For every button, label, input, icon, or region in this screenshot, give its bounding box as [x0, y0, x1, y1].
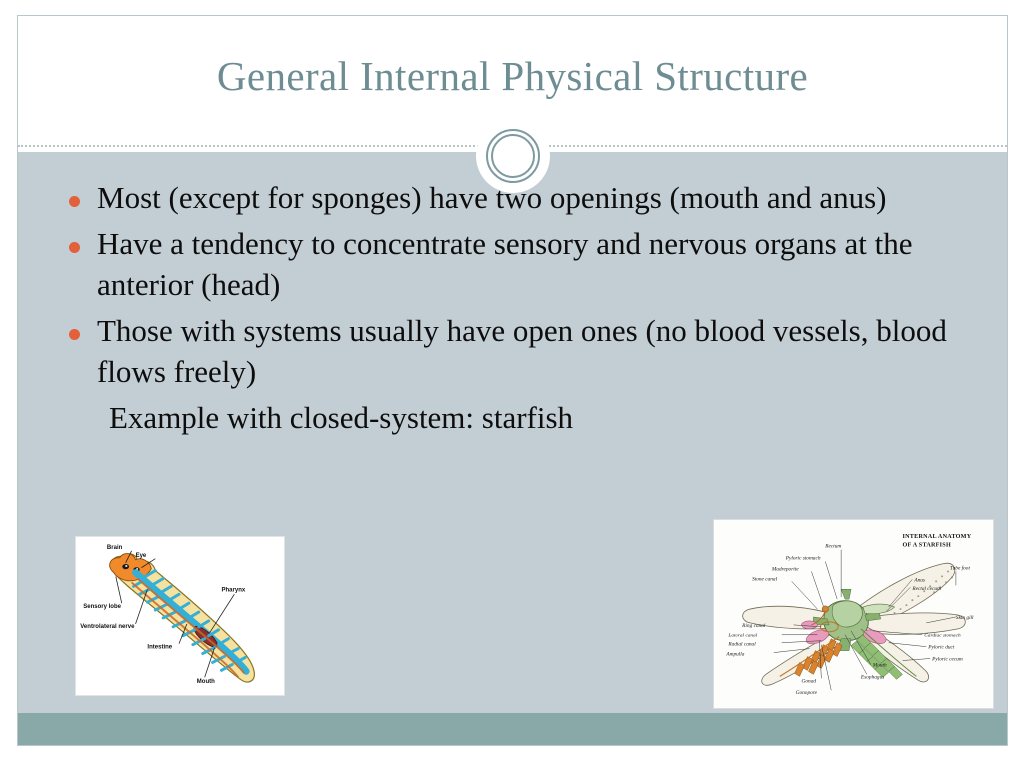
bullet-text: Have a tendency to concentrate sensory a… [97, 225, 913, 302]
starfish-label-ring-canal: Ring canal [741, 623, 766, 629]
starfish-leader-lines [773, 549, 957, 691]
starfish-label-ampulla: Ampulla [725, 652, 744, 658]
flatworm-label-brain: Brain [107, 545, 123, 551]
starfish-label-radial-canal: Radial canal [727, 642, 756, 648]
flatworm-label-ventrolateral-nerve: Ventrolateral nerve [80, 624, 135, 630]
circle-inner-ring-icon [490, 134, 535, 178]
starfish-label-lateral-canal: Lateral canal [727, 633, 757, 639]
subline-text: Example with closed-system: starfish [109, 399, 574, 435]
bullet-text: Most (except for sponges) have two openi… [97, 180, 887, 215]
starfish-label-pyloric-cecum: Pyloric cecum [931, 657, 963, 663]
starfish-label-pyloric-duct: Pyloric duct [927, 645, 955, 651]
flatworm-label-mouth: Mouth [197, 679, 215, 685]
starfish-label-esophagus: Esophagus [860, 674, 884, 680]
flatworm-leader-lines [115, 550, 235, 678]
bullet-text: Those with systems usually have open one… [97, 312, 947, 389]
presentation-slide: General Internal Physical Structure Most… [17, 15, 1008, 746]
starfish-label-gonopore: Gonopore [796, 690, 818, 696]
bullet-list: Most (except for sponges) have two openi… [43, 178, 988, 443]
starfish-label-gonad: Gonad [802, 678, 817, 684]
slide-content: Most (except for sponges) have two openi… [18, 152, 1007, 713]
flatworm-label-intestine: Intestine [147, 645, 172, 651]
starfish-label-rectal-cecum: Rectal cecum [911, 586, 941, 592]
starfish-svg: INTERNAL ANATOMY OF A STARFISH Rectum Py… [714, 520, 993, 708]
page-title: General Internal Physical Structure [216, 53, 809, 99]
list-item: Have a tendency to concentrate sensory a… [43, 224, 988, 306]
starfish-label-madreporite: Madreporite [771, 566, 799, 572]
flatworm-svg: Brain Eye Sensory lobe Ventrolateral ner… [76, 537, 284, 695]
starfish-label-stone-canal: Stone canal [752, 576, 778, 582]
flatworm-body [109, 553, 255, 683]
starfish-body [742, 562, 966, 686]
list-item: Those with systems usually have open one… [43, 311, 988, 393]
starfish-label-tube-foot: Tube foot [950, 564, 971, 571]
flatworm-diagram-image: Brain Eye Sensory lobe Ventrolateral ner… [75, 536, 285, 696]
starfish-label-skin-gill: Skin gill [956, 615, 974, 621]
flatworm-label-eye: Eye [136, 553, 147, 559]
bullet-dot-icon [69, 328, 80, 340]
starfish-label-anus: Anus [913, 577, 925, 583]
starfish-label-cardiac-stomach: Cardiac stomach [924, 633, 961, 639]
list-item-continuation: Example with closed-system: starfish [43, 398, 988, 439]
starfish-label-pyloric-stomach: Pyloric stomach [785, 556, 821, 562]
starfish-diagram-image: INTERNAL ANATOMY OF A STARFISH Rectum Py… [713, 519, 994, 709]
bullet-dot-icon [69, 241, 80, 253]
slide-footer-bar [18, 713, 1007, 745]
starfish-label-mouth: Mouth [872, 662, 887, 668]
flatworm-label-pharynx: Pharynx [221, 587, 245, 593]
starfish-title-line2: OF A STARFISH [902, 543, 950, 549]
starfish-label-rectum: Rectum [824, 544, 841, 550]
starfish-title-line1: INTERNAL ANATOMY [902, 534, 971, 540]
flatworm-label-sensory-lobe: Sensory lobe [83, 604, 121, 610]
bullet-dot-icon [69, 196, 80, 207]
